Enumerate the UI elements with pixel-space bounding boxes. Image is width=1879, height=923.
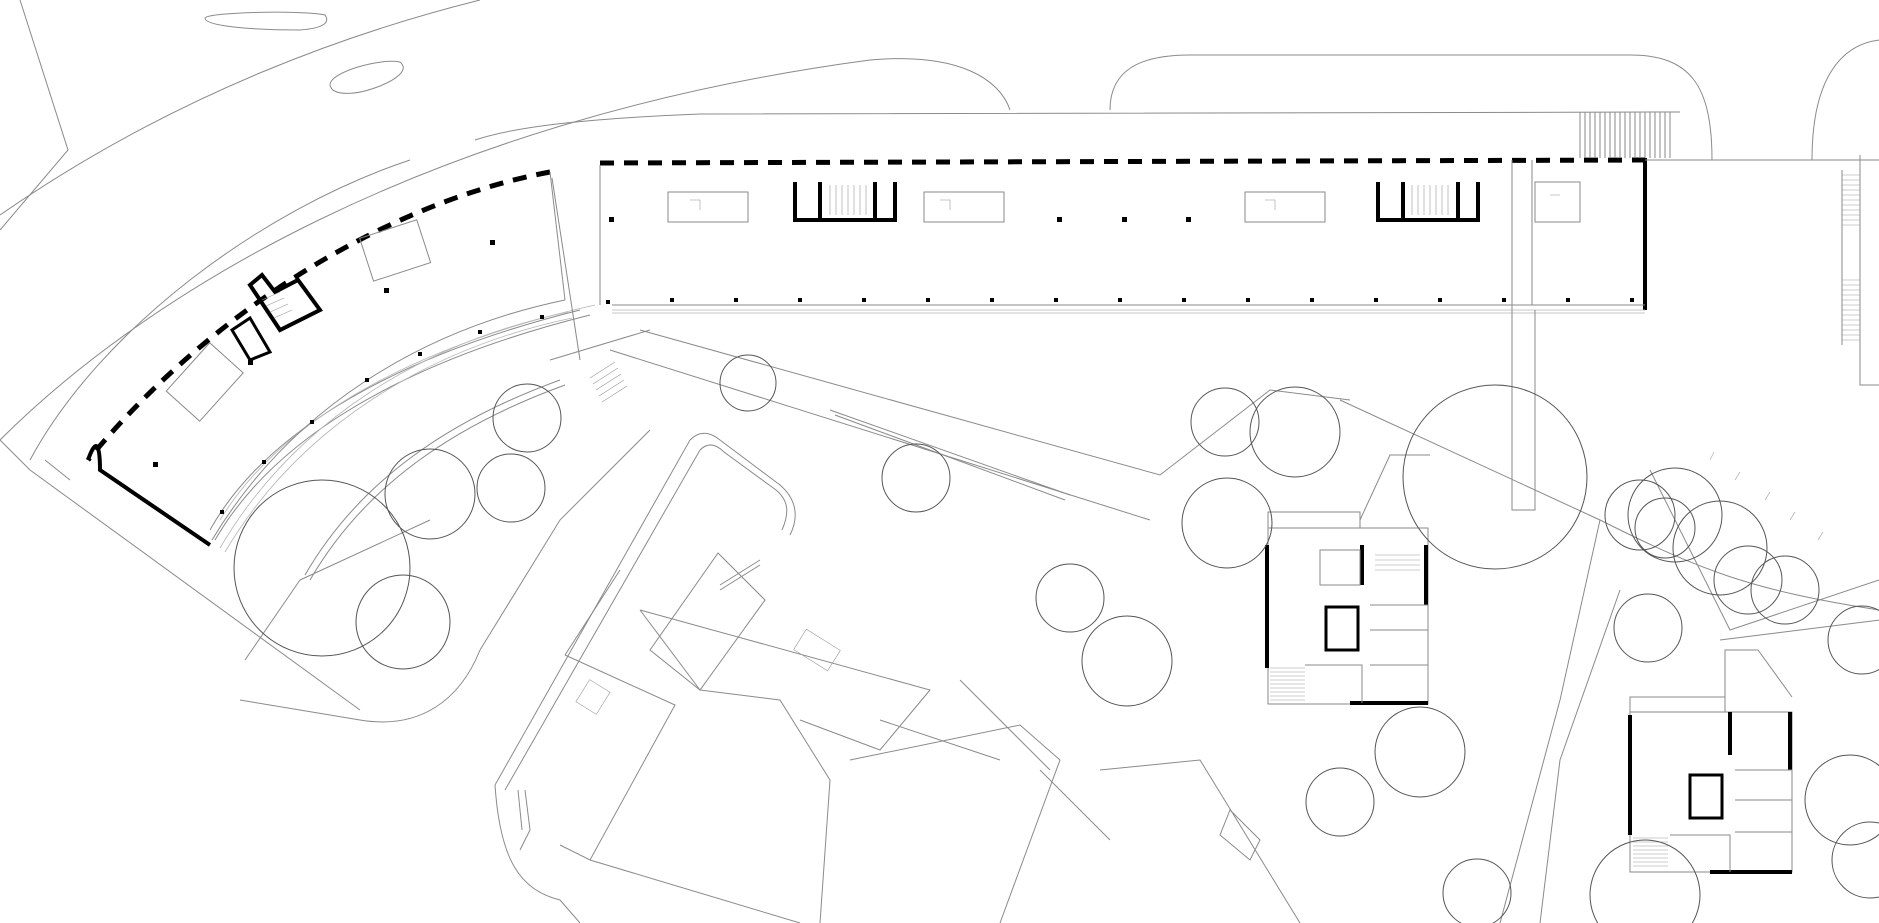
small-building-1 [1265, 454, 1430, 705]
existing-building-block [494, 361, 1301, 923]
right-edge-building [1841, 155, 1879, 386]
trees [233, 354, 1879, 923]
long-building-straight [599, 112, 1879, 511]
small-building-2 [1628, 649, 1793, 874]
promenade [209, 304, 596, 581]
long-building-curved [86, 169, 581, 553]
dash-marks [1709, 451, 1824, 541]
